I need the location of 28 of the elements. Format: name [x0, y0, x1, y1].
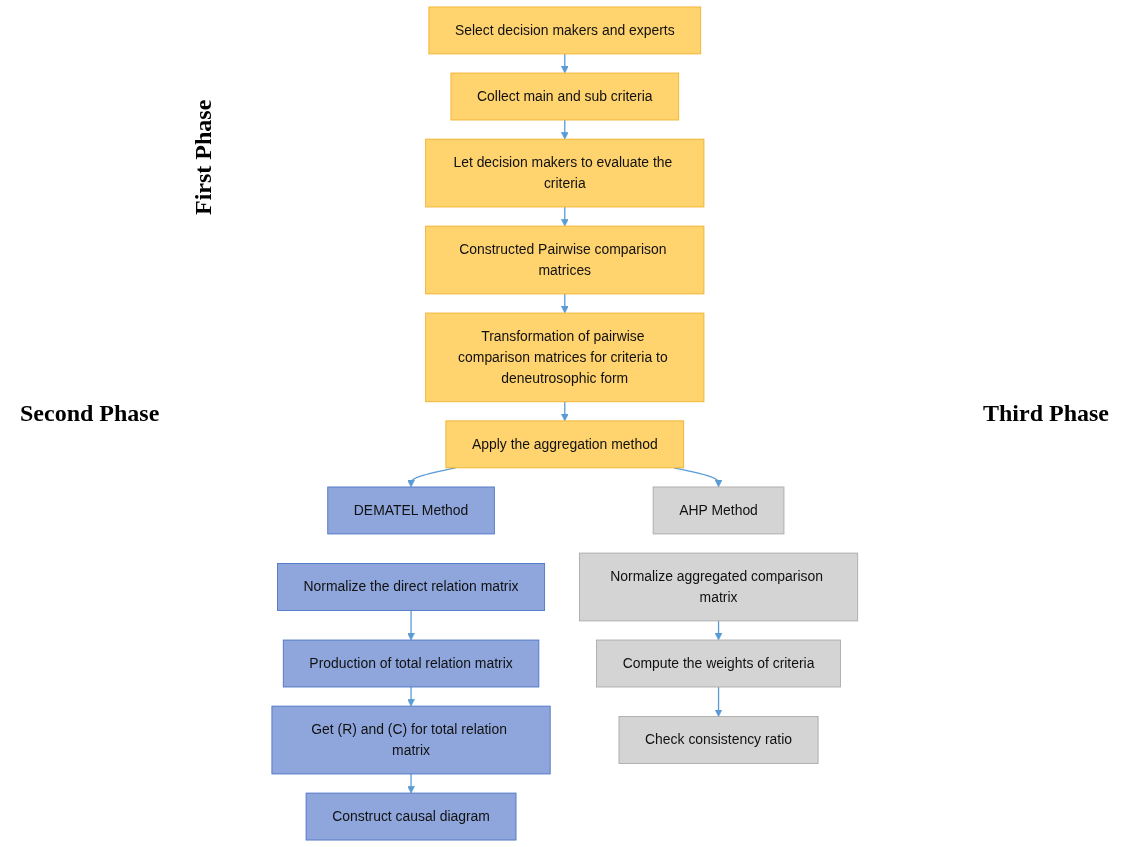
node-box: Normalize aggregated comparison matrix: [579, 552, 859, 622]
arrow: [714, 686, 723, 717]
arrow: [561, 401, 569, 422]
node-box: Constructed Pairwise comparison matrices: [425, 225, 705, 295]
node-box: DEMATEL Method: [327, 486, 495, 535]
arrow: [561, 293, 569, 314]
node-box: Normalize the direct relation matrix: [277, 563, 546, 611]
arrow: [561, 206, 569, 227]
node-box: Select decision makers and experts: [428, 6, 702, 55]
node-box: Construct causal diagram: [305, 792, 517, 841]
phase-label: Second Phase: [20, 400, 160, 427]
node-box: AHP Method: [652, 486, 785, 535]
arrow: [561, 53, 569, 74]
node-box: Collect main and sub criteria: [450, 72, 680, 121]
arrow: [714, 620, 723, 641]
arrow: [407, 609, 416, 641]
node-box: Apply the aggregation method: [445, 420, 685, 469]
arrow: [407, 773, 416, 794]
node-box: Check consistency ratio: [618, 716, 819, 764]
arrow: [561, 119, 569, 140]
node-box: Let decision makers to evaluate the criteria: [425, 138, 705, 208]
node-box: Production of total relation matrix: [283, 639, 540, 688]
phase-label: Third Phase: [982, 400, 1109, 427]
node-box: Get (R) and (C) for total relation matrix: [271, 705, 551, 775]
node-box: Compute the weights of criteria: [596, 639, 842, 688]
phase-label: First Phase: [190, 99, 217, 215]
node-box: Transformation of pairwise comparison matrices for criteria to deneutrosophic form: [425, 312, 705, 403]
arrow: [407, 686, 416, 707]
